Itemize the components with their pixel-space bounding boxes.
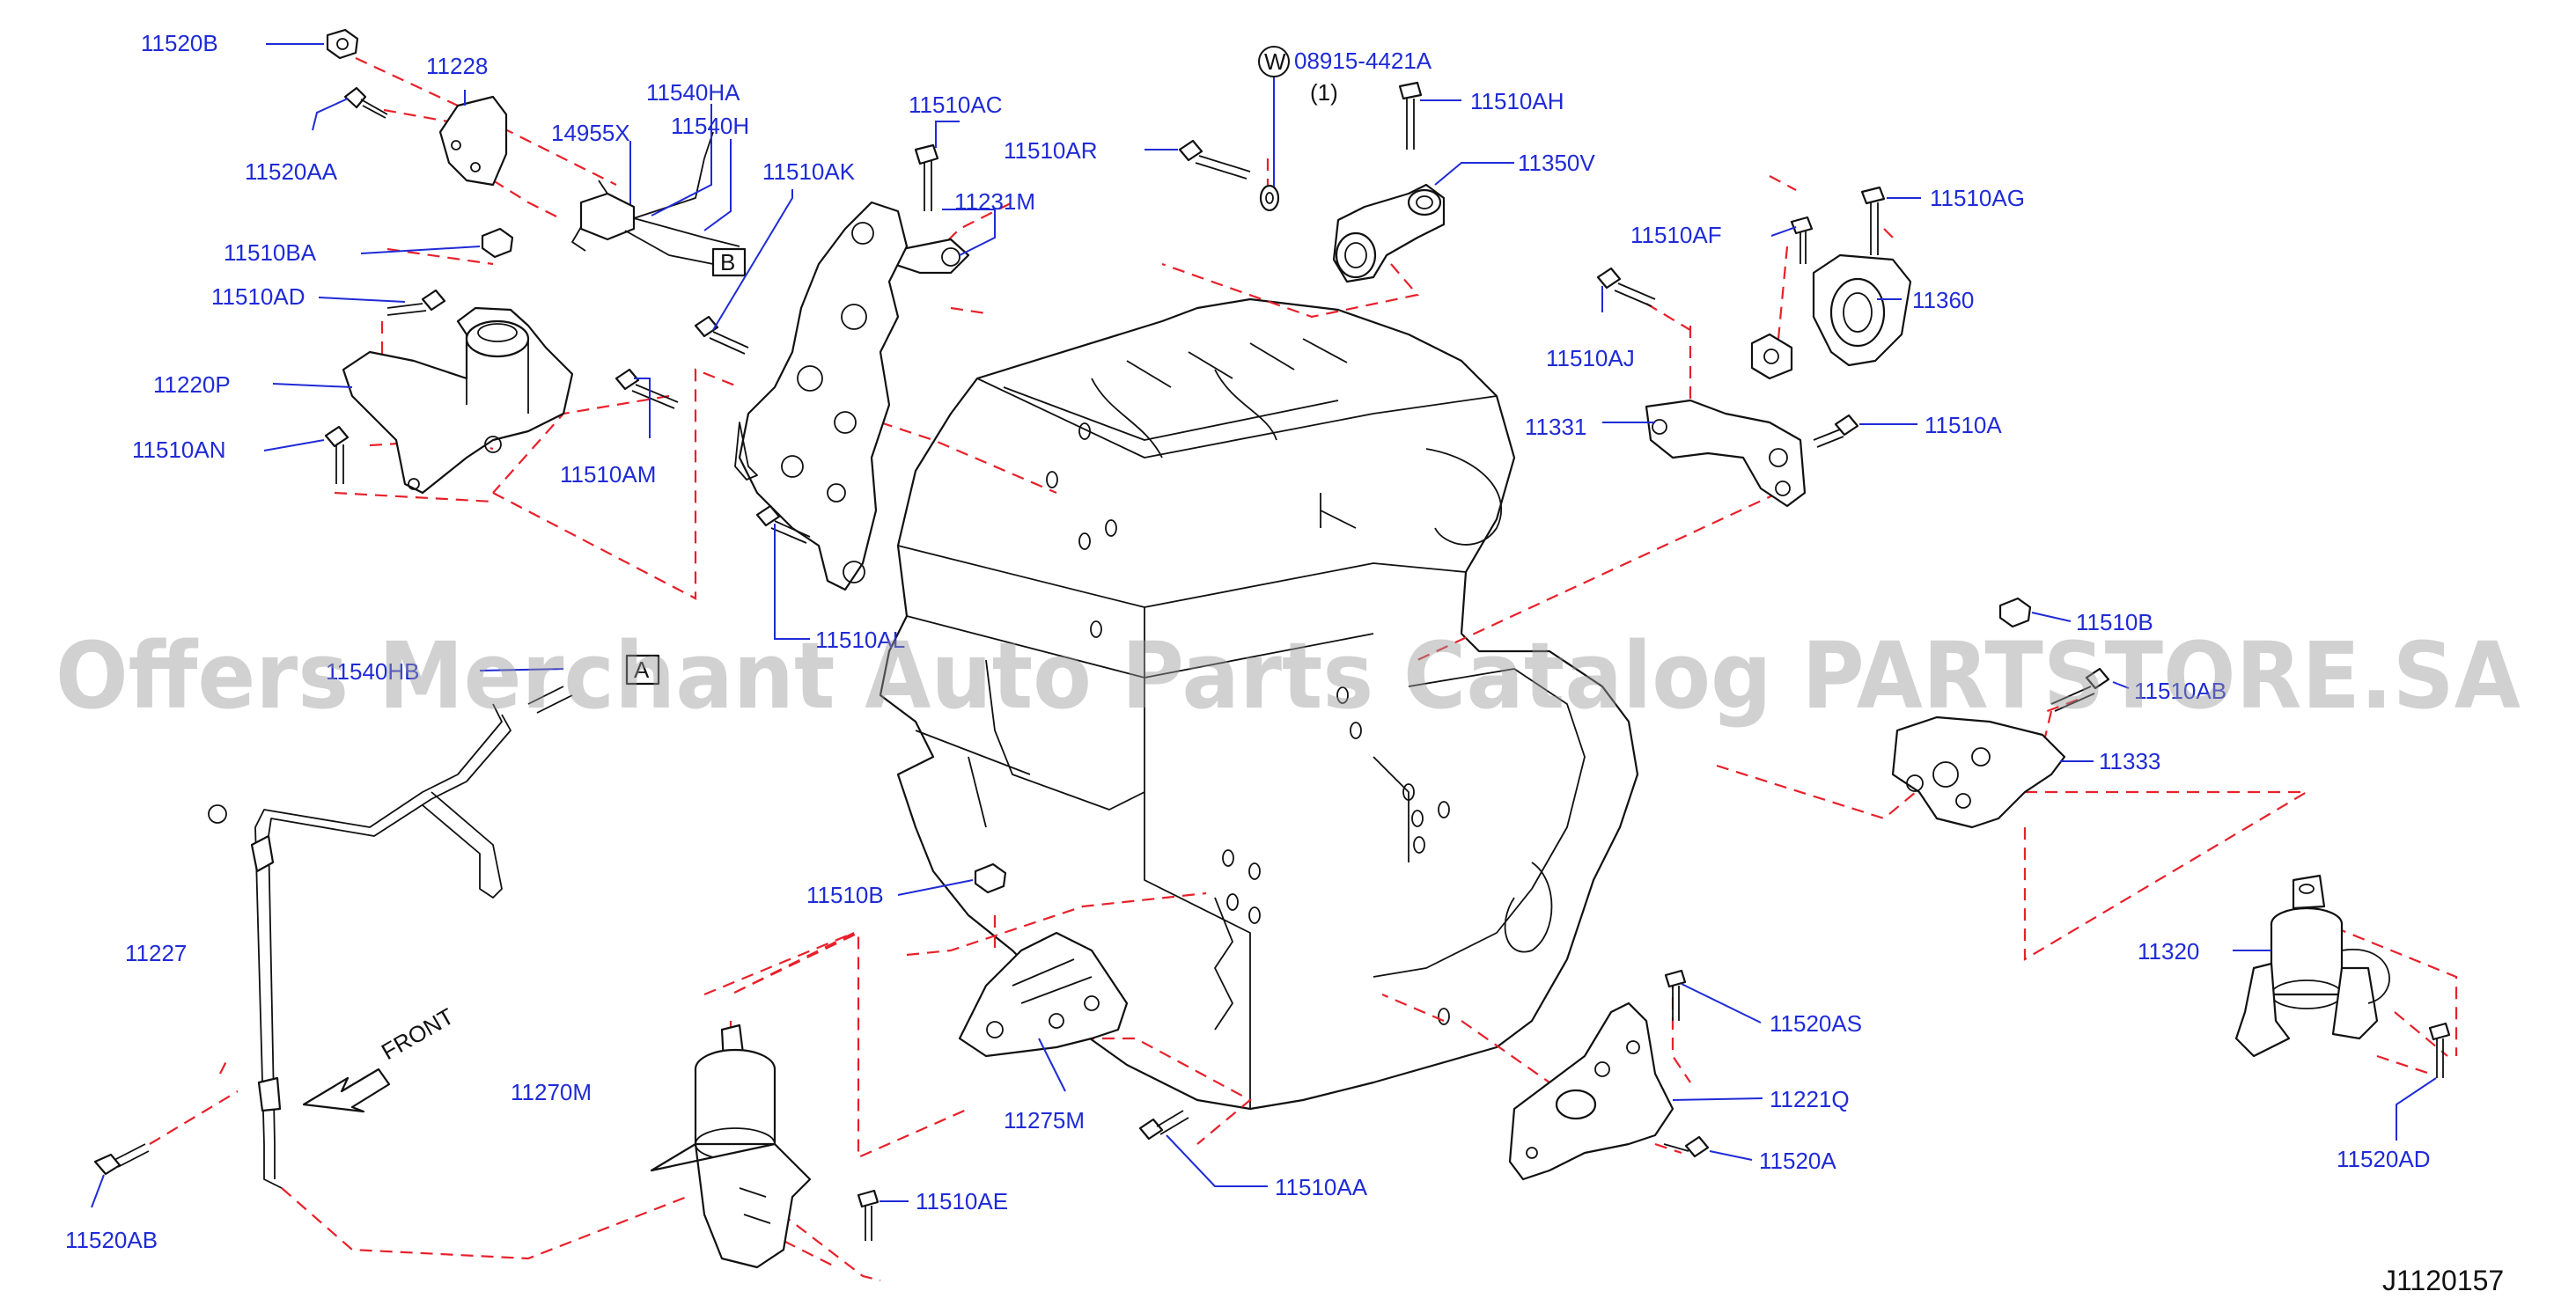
nut-11520b [326, 28, 359, 60]
bolt-11520ab [93, 1143, 150, 1176]
bolt-11520aa [343, 86, 388, 119]
label-11510af: 11510AF [1630, 222, 1722, 248]
label-11333: 11333 [2099, 748, 2160, 774]
bolt-11510aa [1138, 1110, 1189, 1141]
nut-11510b-right [1998, 597, 2032, 628]
bracket-11331 [1645, 399, 1807, 508]
bolt-11510ab [2050, 667, 2110, 712]
label-11510a: 11510A [1925, 412, 2002, 438]
nut-11510b-center [974, 862, 1007, 894]
bolt-11510am [615, 368, 679, 409]
washer-08915 [1259, 184, 1280, 212]
label-11520b: 11520B [141, 30, 218, 56]
label-11520as: 11520AS [1770, 1010, 1862, 1037]
bolt-11510an [324, 425, 350, 484]
bolt-11520a [1663, 1135, 1710, 1158]
bolt-11510al [755, 504, 811, 544]
bolt-11510ad [386, 289, 446, 316]
label-11510ag: 11510AG [1930, 185, 2025, 211]
label-11510an: 11510AN [132, 437, 226, 463]
mount-11333 [1891, 715, 2066, 829]
bolt-11510ak [694, 315, 749, 355]
bracket-11275m [958, 931, 1129, 1058]
label-11510ar: 11510AR [1004, 137, 1098, 164]
bolt-11510ac [914, 143, 939, 211]
part-labels: 11520B 11228 11520AA 14955X 11540HA 1154… [65, 30, 2431, 1253]
label-11221q: 11221Q [1770, 1086, 1850, 1112]
label-11540h: 11540H [671, 113, 749, 139]
label-11510ab: 11510AB [2134, 678, 2226, 704]
bolt-11510ae [857, 1189, 880, 1241]
label-11220p: 11220P [153, 371, 231, 398]
nut-11510ba [481, 227, 514, 259]
label-11540hb: 11540HB [326, 658, 420, 685]
label-11270m: 11270M [511, 1079, 592, 1105]
label-11510aa: 11510AA [1275, 1174, 1368, 1200]
label-11510ac: 11510AC [909, 92, 1003, 118]
harness-11540h [624, 131, 714, 265]
engine-block [879, 297, 1639, 1111]
harness-11227 [208, 686, 573, 1189]
washer-callout-circle: W [1258, 46, 1290, 77]
bolt-11510aj [1596, 267, 1656, 307]
label-08915: 08915-4421A [1294, 48, 1432, 74]
label-11520ad: 11520AD [2337, 1146, 2431, 1172]
bolt-11520ad [2428, 1022, 2451, 1078]
label-11540ha: 11540HA [646, 79, 740, 106]
sensor-14955x [571, 180, 740, 252]
label-08915-qty: (1) [1310, 79, 1338, 106]
label-11227: 11227 [125, 940, 187, 966]
callout-b: B [720, 249, 735, 275]
label-11510b-center: 11510B [806, 882, 884, 908]
mount-11320 [2234, 874, 2390, 1058]
diagram-code: J1120157 [2382, 1265, 2504, 1296]
label-11510ad: 11510AD [211, 283, 305, 310]
watermark-text: Offers Merchant Auto Parts Catalog PARTS… [55, 622, 2521, 730]
front-arrow: FRONT [302, 1002, 459, 1113]
label-11520aa: 11520AA [245, 158, 338, 185]
callout-b-box: B [711, 247, 747, 277]
label-11520a: 11520A [1759, 1148, 1836, 1174]
label-11510ah: 11510AH [1470, 88, 1564, 114]
bolt-11510ah [1398, 81, 1423, 150]
leader-lines [91, 43, 2437, 1208]
label-11510b-right: 11510B [2076, 609, 2153, 635]
label-11350v: 11350V [1518, 150, 1595, 176]
label-11331: 11331 [1525, 414, 1586, 440]
callout-a-box: A [625, 654, 660, 686]
bolt-11510ar [1178, 139, 1251, 180]
bolt-11510af [1790, 216, 1814, 264]
label-11510al: 11510AL [815, 627, 905, 653]
bolt-11510a [1813, 414, 1859, 448]
mount-11360 [1750, 253, 1912, 380]
label-11510aj: 11510AJ [1546, 345, 1635, 371]
torque-rod-11350v [1332, 183, 1446, 283]
label-11275m: 11275M [1004, 1107, 1085, 1134]
mount-11270m [650, 1024, 812, 1269]
label-11510ae: 11510AE [916, 1188, 1008, 1214]
front-label: FRONT [377, 1002, 459, 1065]
callout-a: A [634, 657, 650, 683]
label-11320: 11320 [2138, 938, 2199, 965]
label-11510am: 11510AM [560, 461, 656, 488]
callout-w: W [1264, 48, 1286, 75]
label-11520ab: 11520AB [65, 1227, 158, 1253]
bolt-11510ag [1860, 186, 1886, 255]
label-14955x: 14955X [551, 120, 630, 146]
label-11510ba: 11510BA [224, 239, 317, 266]
heat-shield-11228 [438, 95, 508, 187]
label-11231m: 11231M [954, 188, 1035, 215]
label-11360: 11360 [1912, 287, 1974, 313]
alternator-bracket [734, 201, 909, 591]
bolt-11520as [1664, 969, 1687, 1021]
mount-11221q [1508, 1002, 1674, 1181]
label-11510ak: 11510AK [762, 158, 856, 185]
label-11228: 11228 [426, 53, 488, 79]
engine-mount-11220p [342, 306, 574, 495]
